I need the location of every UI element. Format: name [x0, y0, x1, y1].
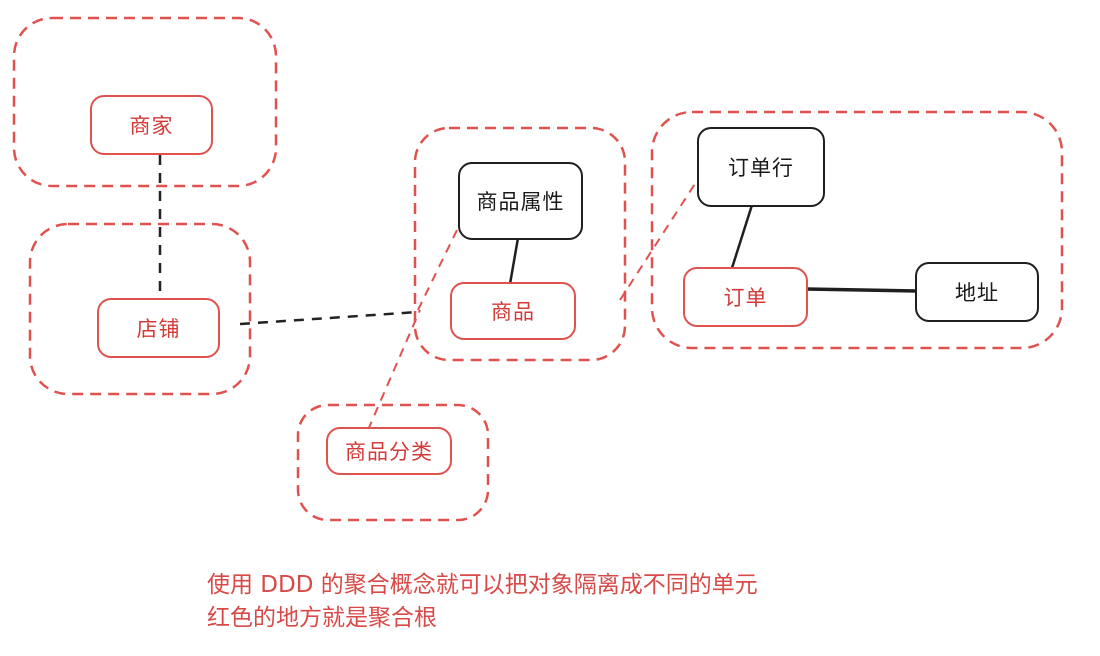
merchant-node: 商家: [90, 95, 213, 155]
store-product-reference-line: [239, 310, 419, 326]
product-order-line-reference-line: [619, 175, 701, 301]
address-node: 地址: [915, 262, 1039, 322]
product-category-aggregate-boundary: [296, 403, 490, 522]
order-address-link: [805, 287, 918, 293]
product-attribute-node: 商品属性: [458, 162, 583, 240]
caption-line-2: 红色的地方就是聚合根: [207, 605, 437, 631]
merchant-aggregate-boundary: [12, 16, 278, 188]
order-line-order-link: [730, 204, 754, 269]
product-aggregate-boundary: [413, 126, 627, 362]
order-node: 订单: [683, 267, 808, 327]
store-node: 店铺: [97, 298, 220, 358]
order-aggregate-boundary: [650, 110, 1064, 350]
order-line-node: 订单行: [697, 127, 825, 207]
caption-line-1: 使用 DDD 的聚合概念就可以把对象隔离成不同的单元: [207, 572, 758, 598]
category-product-reference-line: [367, 309, 421, 431]
product-category-node: 商品分类: [326, 427, 452, 475]
attribute-product-link: [508, 237, 520, 285]
store-aggregate-boundary: [28, 222, 252, 396]
product-node: 商品: [450, 282, 576, 340]
